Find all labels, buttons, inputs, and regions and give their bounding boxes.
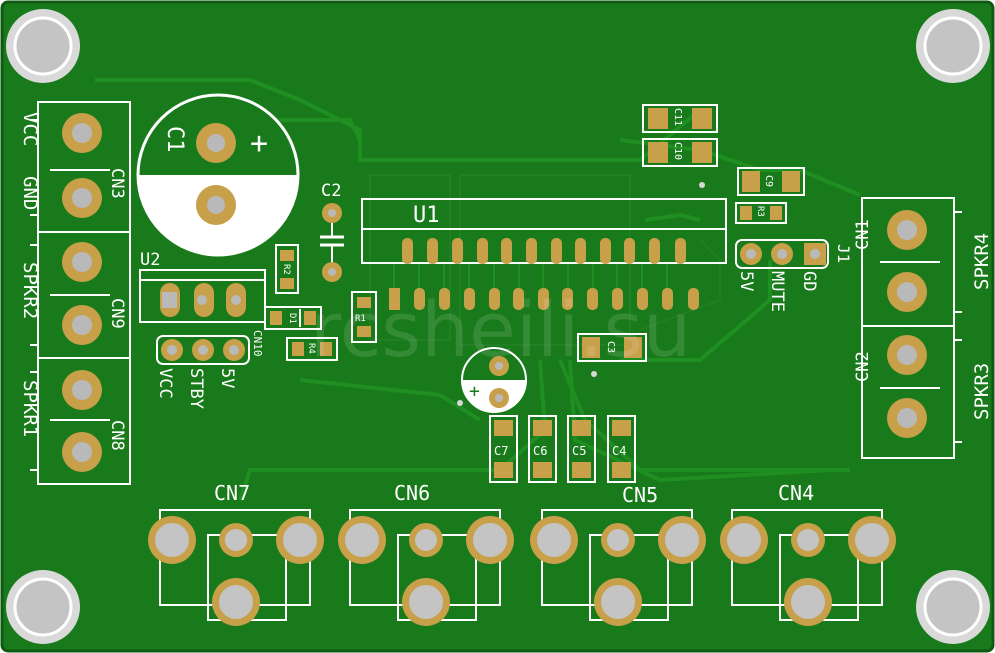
jack-cn5 xyxy=(530,509,706,626)
label-c9: C9 xyxy=(763,175,774,187)
capacitor-c4 xyxy=(607,415,636,483)
capacitor-c10 xyxy=(642,138,718,167)
label-r2: R2 xyxy=(281,264,291,275)
capacitor-small-electrolytic xyxy=(461,347,527,413)
label-5v-u2: 5V xyxy=(217,368,237,388)
label-c7: C7 xyxy=(494,444,508,458)
label-spkr2: SPKR2 xyxy=(19,262,41,319)
capacitor-c5 xyxy=(567,415,596,483)
label-c3: C3 xyxy=(605,341,616,353)
resistor-r2 xyxy=(275,244,299,294)
capacitor-c9 xyxy=(737,167,805,196)
capacitor-c7 xyxy=(489,415,518,483)
label-cn3: CN3 xyxy=(107,168,127,199)
regulator-u2 xyxy=(139,269,266,323)
label-cn10: CN10 xyxy=(251,330,264,357)
left-terminal-block xyxy=(30,101,131,485)
right-terminal-block xyxy=(861,197,962,459)
amplifier-ic-u1 xyxy=(361,198,727,310)
label-cn1: CN1 xyxy=(853,219,873,250)
capacitor-c3 xyxy=(577,333,647,362)
label-gnd-left: GND xyxy=(19,176,41,210)
label-r4: R4 xyxy=(306,343,316,354)
resistor-r4 xyxy=(286,337,338,361)
header-cn10 xyxy=(156,335,250,365)
capacitor-c6 xyxy=(528,415,557,483)
via xyxy=(457,400,463,406)
label-5v-j1: 5V xyxy=(736,271,756,291)
label-d1: D1 xyxy=(287,313,297,324)
label-u2: U2 xyxy=(140,250,160,270)
via xyxy=(591,371,597,377)
via xyxy=(699,182,705,188)
label-stby: STBY xyxy=(186,368,206,409)
label-cn8: CN8 xyxy=(107,420,127,451)
jack-cn6 xyxy=(338,509,514,626)
label-cn9: CN9 xyxy=(107,298,127,329)
mount-hole-tr xyxy=(916,9,990,83)
copper-traces xyxy=(95,78,861,501)
label-small-cap-plus: + xyxy=(469,381,480,402)
label-cn7: CN7 xyxy=(214,481,250,505)
label-r1: R1 xyxy=(355,314,366,324)
label-u1: U1 xyxy=(413,203,440,228)
label-c5: C5 xyxy=(572,444,586,458)
capacitor-c2 xyxy=(320,203,344,282)
header-j1 xyxy=(735,239,829,269)
label-c11: C11 xyxy=(672,108,683,126)
left-terminal-pads xyxy=(62,113,102,472)
label-spkr3: SPKR3 xyxy=(971,363,993,420)
label-spkr4: SPKR4 xyxy=(971,233,993,290)
watermark-text: rcsheili.su xyxy=(310,285,691,374)
label-mute: MUTE xyxy=(767,271,787,312)
label-c4: C4 xyxy=(612,444,626,458)
label-gd: GD xyxy=(799,271,819,291)
mount-hole-br xyxy=(916,570,990,644)
label-c10: C10 xyxy=(672,142,683,160)
resistor-r3 xyxy=(735,202,787,224)
resistor-r1 xyxy=(351,291,377,343)
label-vcc-left: VCC xyxy=(19,112,41,146)
label-c6: C6 xyxy=(533,444,547,458)
capacitor-c1 xyxy=(136,93,300,257)
capacitor-c11 xyxy=(642,104,718,133)
right-terminal-pads xyxy=(887,210,927,438)
label-cn2: CN2 xyxy=(853,351,873,382)
label-cn4: CN4 xyxy=(778,481,814,505)
label-vcc-u2: VCC xyxy=(155,368,175,399)
label-c2: C2 xyxy=(321,181,341,201)
jack-cn4 xyxy=(720,509,896,626)
label-c1: C1 xyxy=(162,126,187,153)
label-c1-plus: + xyxy=(250,126,268,161)
label-j1: J1 xyxy=(834,244,853,263)
jack-cn7 xyxy=(148,509,324,626)
diode-d1 xyxy=(264,306,322,330)
label-r3: R3 xyxy=(755,206,765,217)
label-spkr1: SPKR1 xyxy=(19,380,41,437)
mount-hole-tl xyxy=(6,9,80,83)
label-cn6: CN6 xyxy=(394,481,430,505)
label-cn5: CN5 xyxy=(622,483,658,507)
mount-hole-bl xyxy=(6,570,80,644)
